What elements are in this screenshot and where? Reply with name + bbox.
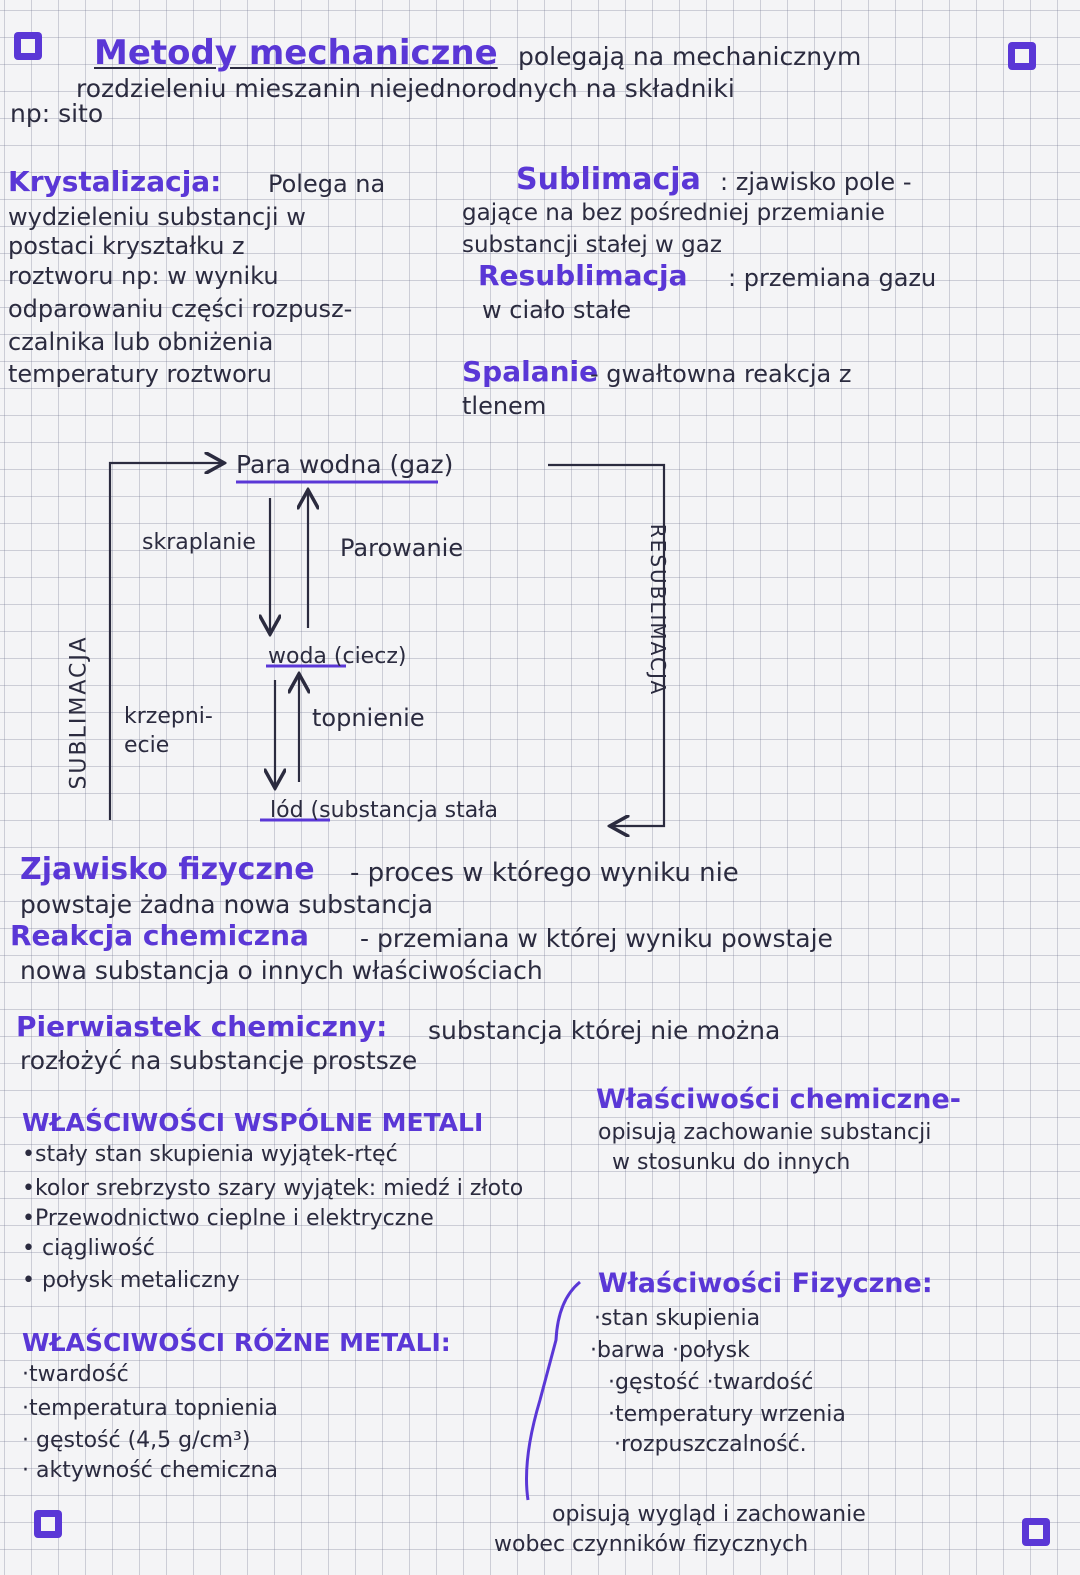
sublimation-line-1: : zjawisko pole - xyxy=(720,168,912,196)
corner-marker-top-right xyxy=(1008,42,1036,70)
crystallization-line-5: odparowaniu części rozpusz- xyxy=(8,295,353,323)
physical-properties-item-2: ·barwa ·połysk xyxy=(590,1338,750,1363)
diagram-evaporation-label: Parowanie xyxy=(340,534,464,562)
resublimation-title: Resublimacja xyxy=(478,259,688,292)
diagram-melting-label: topnienie xyxy=(312,704,425,732)
crystallization-title: Krystalizacja: xyxy=(8,165,222,198)
crystallization-line-6: czalnika lub obniżenia xyxy=(8,328,274,356)
diagram-box-right-path xyxy=(548,463,666,826)
diagram-water-label: woda (ciecz) xyxy=(268,644,407,669)
physical-properties-item-4: ·temperatury wrzenia xyxy=(608,1402,846,1427)
crystallization-line-7: temperatury roztworu xyxy=(8,360,272,388)
sublimation-title: Sublimacja xyxy=(516,162,701,197)
combustion-line-2: tlenem xyxy=(462,392,547,420)
diagram-freezing-label-1: krzepni- xyxy=(124,704,213,729)
diagram-resublimation-label: RESUBLIMACJA xyxy=(646,523,671,697)
chemical-properties-line-2: w stosunku do innych xyxy=(612,1150,851,1175)
sublimation-line-3: substancji stałej w gaz xyxy=(462,232,722,258)
chemical-properties-title: Właściwości chemiczne- xyxy=(596,1084,961,1115)
physical-properties-desc-1: opisują wygląd i zachowanie xyxy=(552,1502,866,1527)
element-title: Pierwiastek chemiczny: xyxy=(16,1010,388,1043)
diagram-vapor-label: Para wodna (gaz) xyxy=(236,450,454,479)
physical-properties-item-3: ·gęstość ·twardość xyxy=(608,1370,814,1395)
physical-phenomenon-title: Zjawisko fizyczne xyxy=(20,852,315,887)
corner-marker-bottom-right xyxy=(1022,1518,1050,1546)
physical-properties-item-5: ·rozpuszczalność. xyxy=(614,1432,807,1457)
metal-common-item-1: •stały stan skupienia wyjątek-rtęć xyxy=(22,1142,398,1167)
metal-different-item-2: ·temperatura topnienia xyxy=(22,1396,278,1421)
resublimation-line-2: w ciało stałe xyxy=(482,296,632,324)
corner-marker-top-left xyxy=(14,32,42,60)
crystallization-line-3: postaci kryształku z xyxy=(8,232,245,260)
metal-different-item-3: · gęstość (4,5 g/cm³) xyxy=(22,1428,251,1453)
chemical-reaction-line-1: - przemiana w której wyniku powstaje xyxy=(360,924,833,953)
chemical-reaction-line-2: nowa substancja o innych właściwościach xyxy=(20,956,543,985)
crystallization-line-4: roztworu np: w wyniku xyxy=(8,262,279,290)
crystallization-line-1: Polega na xyxy=(268,170,386,198)
physical-phenomenon-line-1: - proces w którego wyniku nie xyxy=(350,858,739,888)
diagram-box-left-path xyxy=(108,463,222,820)
mechanical-methods-line-2: rozdzieleniu mieszanin niejednorodnych n… xyxy=(76,74,735,103)
mechanical-methods-title: Metody mechaniczne xyxy=(94,33,498,73)
diagram-condensation-label: skraplanie xyxy=(142,530,256,555)
mechanical-methods-line-1: polegają na mechanicznym xyxy=(518,42,862,71)
combustion-title: Spalanie xyxy=(462,355,599,388)
physical-phenomenon-line-2: powstaje żadna nowa substancja xyxy=(20,890,434,919)
metal-different-item-4: · aktywność chemiczna xyxy=(22,1458,278,1483)
element-line-2: rozłożyć na substancje prostsze xyxy=(20,1046,418,1075)
metal-common-title: WŁAŚCIWOŚCI WSPÓLNE METALI xyxy=(22,1108,484,1137)
element-line-1: substancja której nie można xyxy=(428,1016,781,1045)
metal-common-item-2: •kolor srebrzysto szary wyjątek: miedź i… xyxy=(22,1176,524,1201)
physical-properties-title: Właściwości Fizyczne: xyxy=(598,1268,933,1299)
resublimation-line-1: : przemiana gazu xyxy=(728,264,937,292)
metal-common-item-5: • połysk metaliczny xyxy=(22,1268,240,1293)
diagram-freezing-label-2: ecie xyxy=(124,733,170,758)
physical-properties-desc-2: wobec czynników fizycznych xyxy=(494,1532,809,1557)
combustion-line-1: - gwałtowna reakcja z xyxy=(590,360,852,388)
metal-different-title: WŁAŚCIWOŚCI RÓŻNE METALI: xyxy=(22,1328,451,1357)
diagram-sublimation-label: SUBLIMACJA xyxy=(66,635,92,790)
metal-different-item-1: ·twardość xyxy=(22,1362,129,1387)
chemical-properties-line-1: opisują zachowanie substancji xyxy=(598,1120,932,1145)
corner-marker-bottom-left xyxy=(34,1510,62,1538)
mechanical-methods-line-3: np: sito xyxy=(10,99,104,128)
physical-properties-item-1: ·stan skupienia xyxy=(594,1306,761,1331)
physical-properties-bracket xyxy=(525,1280,581,1501)
metal-common-item-3: •Przewodnictwo cieplne i elektryczne xyxy=(22,1206,434,1231)
chemical-reaction-title: Reakcja chemiczna xyxy=(10,919,309,952)
diagram-ice-label: lód (substancja stała xyxy=(270,798,498,823)
crystallization-line-2: wydzieleniu substancji w xyxy=(8,203,306,231)
metal-common-item-4: • ciągliwość xyxy=(22,1236,155,1261)
sublimation-line-2: gające na bez pośredniej przemianie xyxy=(462,200,885,226)
